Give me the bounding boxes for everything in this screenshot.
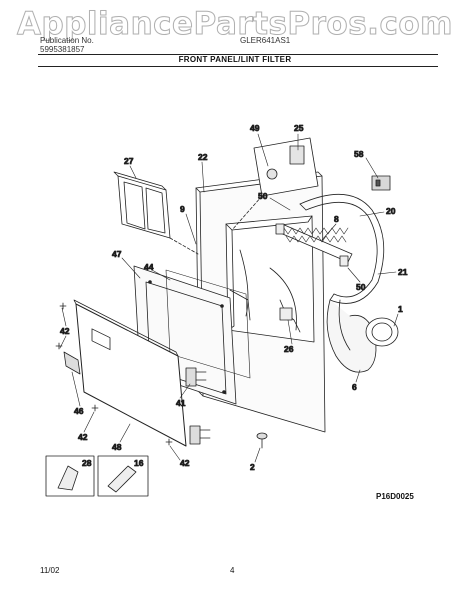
callout-27: 27 [124, 156, 134, 166]
inset-details [45, 455, 149, 497]
door-hinges [185, 367, 211, 445]
callout-46: 46 [74, 406, 84, 416]
footer-date: 11/02 [40, 566, 60, 575]
publication-number: 5995381857 [40, 45, 85, 54]
drum-assembly [299, 194, 385, 304]
callout-58: 58 [354, 149, 364, 159]
callout-47: 47 [112, 249, 122, 259]
callout-2: 2 [250, 462, 255, 472]
callout-6: 6 [352, 382, 357, 392]
callout-22: 22 [198, 152, 208, 162]
callout-42-left: 42 [60, 326, 70, 336]
screws [55, 302, 173, 446]
leader-lines [59, 133, 399, 463]
callout-41: 41 [176, 398, 186, 408]
callout-labels: 49 25 58 27 22 9 50 8 20 47 44 21 50 1 4… [60, 123, 409, 473]
callout-26: 26 [284, 344, 294, 354]
callout-20: 20 [386, 206, 396, 216]
leveling-foot [256, 432, 268, 449]
callout-1: 1 [398, 304, 403, 314]
callout-50-top: 50 [258, 191, 268, 201]
heater-element [275, 223, 353, 267]
header-rule-bottom [38, 66, 438, 67]
exhaust-duct [279, 299, 399, 373]
diagram-code: P16D0025 [376, 492, 414, 501]
model-number: GLER641AS1 [240, 36, 291, 45]
switch-detail [231, 137, 319, 231]
section-title: FRONT PANEL/LINT FILTER [178, 55, 292, 64]
watermark: AppliancePartsPros.com [17, 6, 453, 43]
callout-16: 16 [134, 458, 144, 468]
page-number: 4 [230, 566, 235, 575]
callout-42-right: 42 [180, 458, 190, 468]
callout-49: 49 [250, 123, 260, 133]
callout-28: 28 [82, 458, 92, 468]
callout-42-mid: 42 [78, 432, 88, 442]
door-latch [63, 351, 81, 375]
header-rule-top [38, 54, 438, 55]
callout-50-bottom: 50 [356, 282, 366, 292]
callout-8: 8 [334, 214, 339, 224]
callout-44: 44 [144, 262, 154, 272]
door-panel [73, 299, 187, 447]
lint-filter [113, 171, 199, 255]
publication-label: Publication No. [40, 36, 94, 45]
thermostat-part [371, 175, 391, 191]
callout-21: 21 [398, 267, 408, 277]
callout-25: 25 [294, 123, 304, 133]
callout-48: 48 [112, 442, 122, 452]
callout-9: 9 [180, 204, 185, 214]
